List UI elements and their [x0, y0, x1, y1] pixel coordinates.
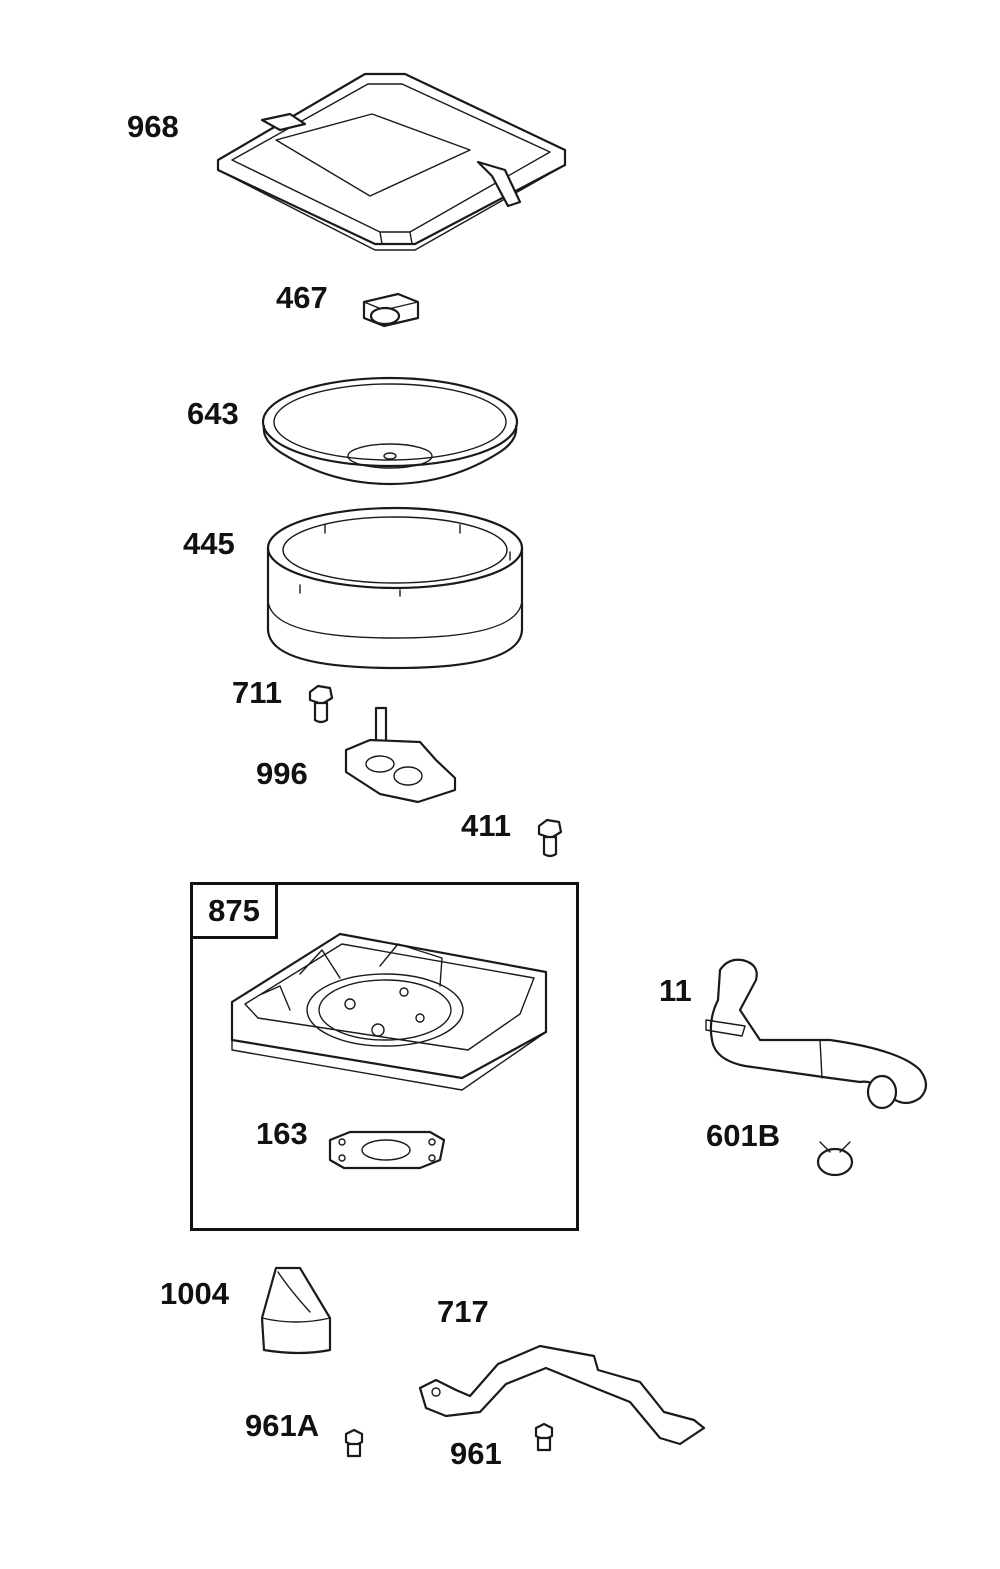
cover-968-drawing [216, 72, 567, 251]
part-label-411: 411 [461, 808, 512, 843]
bracket-717-drawing [418, 1344, 706, 1446]
tray-643-drawing [261, 376, 519, 486]
kit-875-box [190, 882, 579, 1231]
part-label-445: 445 [183, 526, 235, 561]
tube-11-drawing [705, 958, 928, 1110]
clamp-601B-drawing [816, 1141, 854, 1177]
part-label-163: 163 [256, 1116, 308, 1151]
part-label-1004: 1004 [160, 1276, 229, 1311]
screw-411-drawing [537, 818, 563, 858]
part-label-711: 711 [232, 675, 283, 710]
part-label-643: 643 [187, 396, 239, 431]
duct-1004-drawing [260, 1266, 332, 1355]
knob-467-drawing [362, 292, 420, 328]
base-875-drawing [230, 932, 548, 1091]
bracket-996-drawing [344, 706, 457, 804]
screw-961-drawing [534, 1422, 554, 1452]
part-label-961: 961 [450, 1436, 502, 1471]
part-label-601B: 601B [706, 1118, 781, 1153]
screw-961A-drawing [344, 1428, 364, 1458]
kit-875-label-box: 875 [190, 882, 278, 939]
part-label-996: 996 [256, 756, 308, 791]
part-label-11: 11 [659, 973, 692, 1008]
filter-445-drawing [266, 506, 524, 670]
part-label-875: 875 [208, 893, 260, 928]
screw-711-drawing [308, 684, 334, 724]
part-label-968: 968 [127, 109, 179, 144]
part-label-717: 717 [437, 1294, 489, 1329]
part-label-961A: 961A [245, 1408, 320, 1443]
part-label-467: 467 [276, 280, 328, 315]
gasket-163-drawing [328, 1130, 446, 1170]
